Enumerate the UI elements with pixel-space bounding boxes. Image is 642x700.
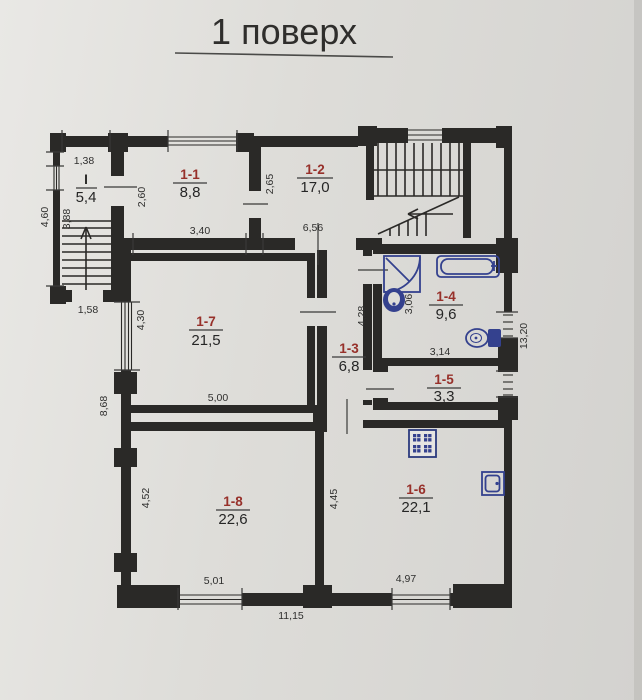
window-bottom-room18	[178, 594, 242, 605]
dim-room11-left-height: 2,60	[136, 187, 148, 208]
room-area: 22,1	[401, 499, 430, 516]
window-top-stairwell	[408, 129, 442, 141]
room-area: 8,8	[180, 184, 201, 201]
room-label-1-8: 1-8 22,6	[216, 494, 250, 528]
room-number: 1-2	[305, 162, 325, 177]
window-top-room11	[168, 136, 237, 146]
room-number: I	[84, 172, 88, 187]
room-number: 1-1	[180, 167, 200, 182]
room-area: 9,6	[436, 306, 457, 323]
window-bottom-room16	[392, 594, 450, 605]
window-left-room17	[120, 302, 133, 370]
room-area: 6,8	[339, 358, 360, 375]
plan-title: 1 поверх	[174, 11, 394, 58]
dim-room16-width: 4,97	[396, 573, 417, 585]
dim-room17-width: 5,00	[208, 392, 229, 404]
photo-edge-shadow	[634, 0, 642, 700]
bathtub	[436, 255, 500, 278]
dim-building-width: 11,15	[278, 610, 304, 622]
dim-bathroom-height: 3,06	[403, 294, 415, 315]
window-right-room15	[503, 374, 513, 396]
corner-shower	[383, 255, 421, 293]
door-and-dim-ticks	[46, 130, 518, 610]
dim-entry-left-height: 4,60	[39, 207, 51, 228]
dim-bathroom-width: 3,14	[430, 346, 451, 358]
walls	[50, 128, 512, 608]
entry-staircase	[62, 220, 111, 290]
dim-room11-width: 3,40	[190, 225, 211, 237]
windows	[53, 129, 513, 605]
room-number: 1-3	[339, 341, 359, 356]
dim-left-wall-height: 8,68	[98, 396, 110, 417]
wall-pillars	[50, 126, 518, 608]
room-label-1-2: 1-2 17,0	[297, 162, 333, 196]
room-label-1-5: 1-5 3,3	[427, 372, 461, 405]
dim-corridor-height: 4,28	[356, 306, 368, 327]
room-labels: I 5,4 1-1 8,8 1-2 17,0 1-3 6,8 1-4 9,6 1…	[76, 162, 463, 528]
room-label-1-1: 1-1 8,8	[173, 167, 207, 201]
room-area: 17,0	[300, 179, 329, 196]
room-number: 1-8	[223, 494, 243, 509]
kitchen-sink	[481, 471, 505, 496]
stove	[408, 429, 437, 458]
window-entry-left	[53, 166, 60, 190]
dim-entry-width: 1,38	[74, 155, 95, 167]
room-area: 3,3	[434, 388, 455, 405]
dim-room16-height: 4,45	[328, 489, 340, 510]
page-title: 1 поверх	[211, 11, 357, 52]
dim-room18-height: 4,52	[140, 488, 152, 509]
stairs-direction-arrow-left	[407, 208, 453, 220]
toilet	[465, 328, 501, 348]
stairs-direction-arrow-up	[80, 226, 92, 290]
room-label-1-3: 1-3 6,8	[332, 341, 366, 375]
room-label-entry: I 5,4	[76, 172, 97, 206]
dimension-labels: 1,38 4,60 3,88 2,60 3,40 2,65 6,56 1,58 …	[39, 155, 530, 622]
kitchen-fixtures	[408, 429, 505, 496]
room-number: 1-4	[436, 289, 456, 304]
title-underline	[174, 52, 394, 58]
dim-below-entry-width: 1,58	[78, 304, 99, 316]
dim-room17-height: 4,30	[135, 310, 147, 331]
room-area: 5,4	[76, 189, 97, 206]
room-label-1-6: 1-6 22,1	[399, 482, 433, 516]
washbasin	[383, 288, 405, 312]
dim-right-wall-height: 13,20	[518, 323, 530, 349]
dim-entry-stairs-height: 3,88	[61, 209, 73, 230]
bathroom-fixtures	[383, 255, 501, 348]
room-label-1-7: 1-7 21,5	[189, 314, 223, 349]
dim-room18-width: 5,01	[204, 575, 225, 587]
room-number: 1-7	[196, 314, 216, 329]
main-staircase	[374, 143, 463, 236]
room-number: 1-6	[406, 482, 426, 497]
room-number: 1-5	[434, 372, 454, 387]
room-area: 22,6	[218, 511, 247, 528]
room-label-1-4: 1-4 9,6	[429, 289, 463, 323]
room-area: 21,5	[191, 332, 220, 349]
dim-room12-width: 6,56	[303, 222, 324, 234]
dim-room12-left-height: 2,65	[264, 174, 276, 195]
window-right-bathroom	[503, 314, 513, 337]
